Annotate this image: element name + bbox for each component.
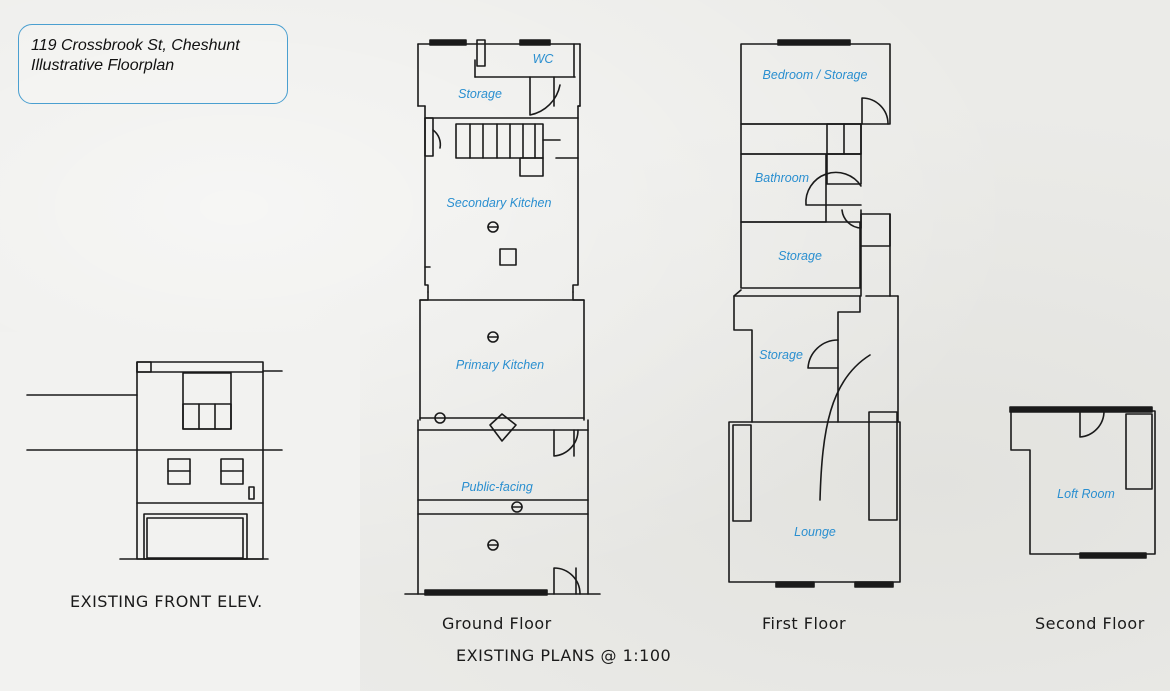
room-label-secondary-kitchen: Secondary Kitchen: [446, 196, 552, 210]
room-label-public-facing: Public-facing: [461, 480, 533, 494]
paper-patch: [0, 332, 360, 691]
room-label-bathroom: Bathroom: [754, 171, 810, 185]
room-label-storage-ground: Storage: [458, 87, 502, 101]
address-box: 119 Crossbrook St, Cheshunt Illustrative…: [18, 24, 288, 104]
caption-scale: EXISTING PLANS @ 1:100: [456, 646, 672, 665]
front-elevation: [26, 361, 283, 560]
caption-front-elevation: EXISTING FRONT ELEV.: [70, 592, 263, 611]
floorplan-subtitle: Illustrative Floorplan: [31, 57, 175, 74]
caption-first-floor: First Floor: [762, 614, 847, 633]
second-floor-plan: [1009, 406, 1156, 559]
caption-ground-floor: Ground Floor: [442, 614, 552, 633]
room-label-wc: WC: [532, 52, 554, 66]
room-label-storage-first-lower: Storage: [759, 348, 803, 362]
room-label-primary-kitchen: Primary Kitchen: [455, 358, 545, 372]
address-line: 119 Crossbrook St, Cheshunt: [31, 37, 240, 54]
ground-floor-plan: [404, 39, 601, 596]
caption-second-floor: Second Floor: [1035, 614, 1145, 633]
room-label-loft-room: Loft Room: [1057, 487, 1115, 501]
room-label-bedroom-storage: Bedroom / Storage: [762, 68, 868, 82]
room-label-lounge: Lounge: [794, 525, 836, 539]
first-floor-plan: [728, 39, 901, 588]
room-label-storage-first-upper: Storage: [778, 249, 822, 263]
